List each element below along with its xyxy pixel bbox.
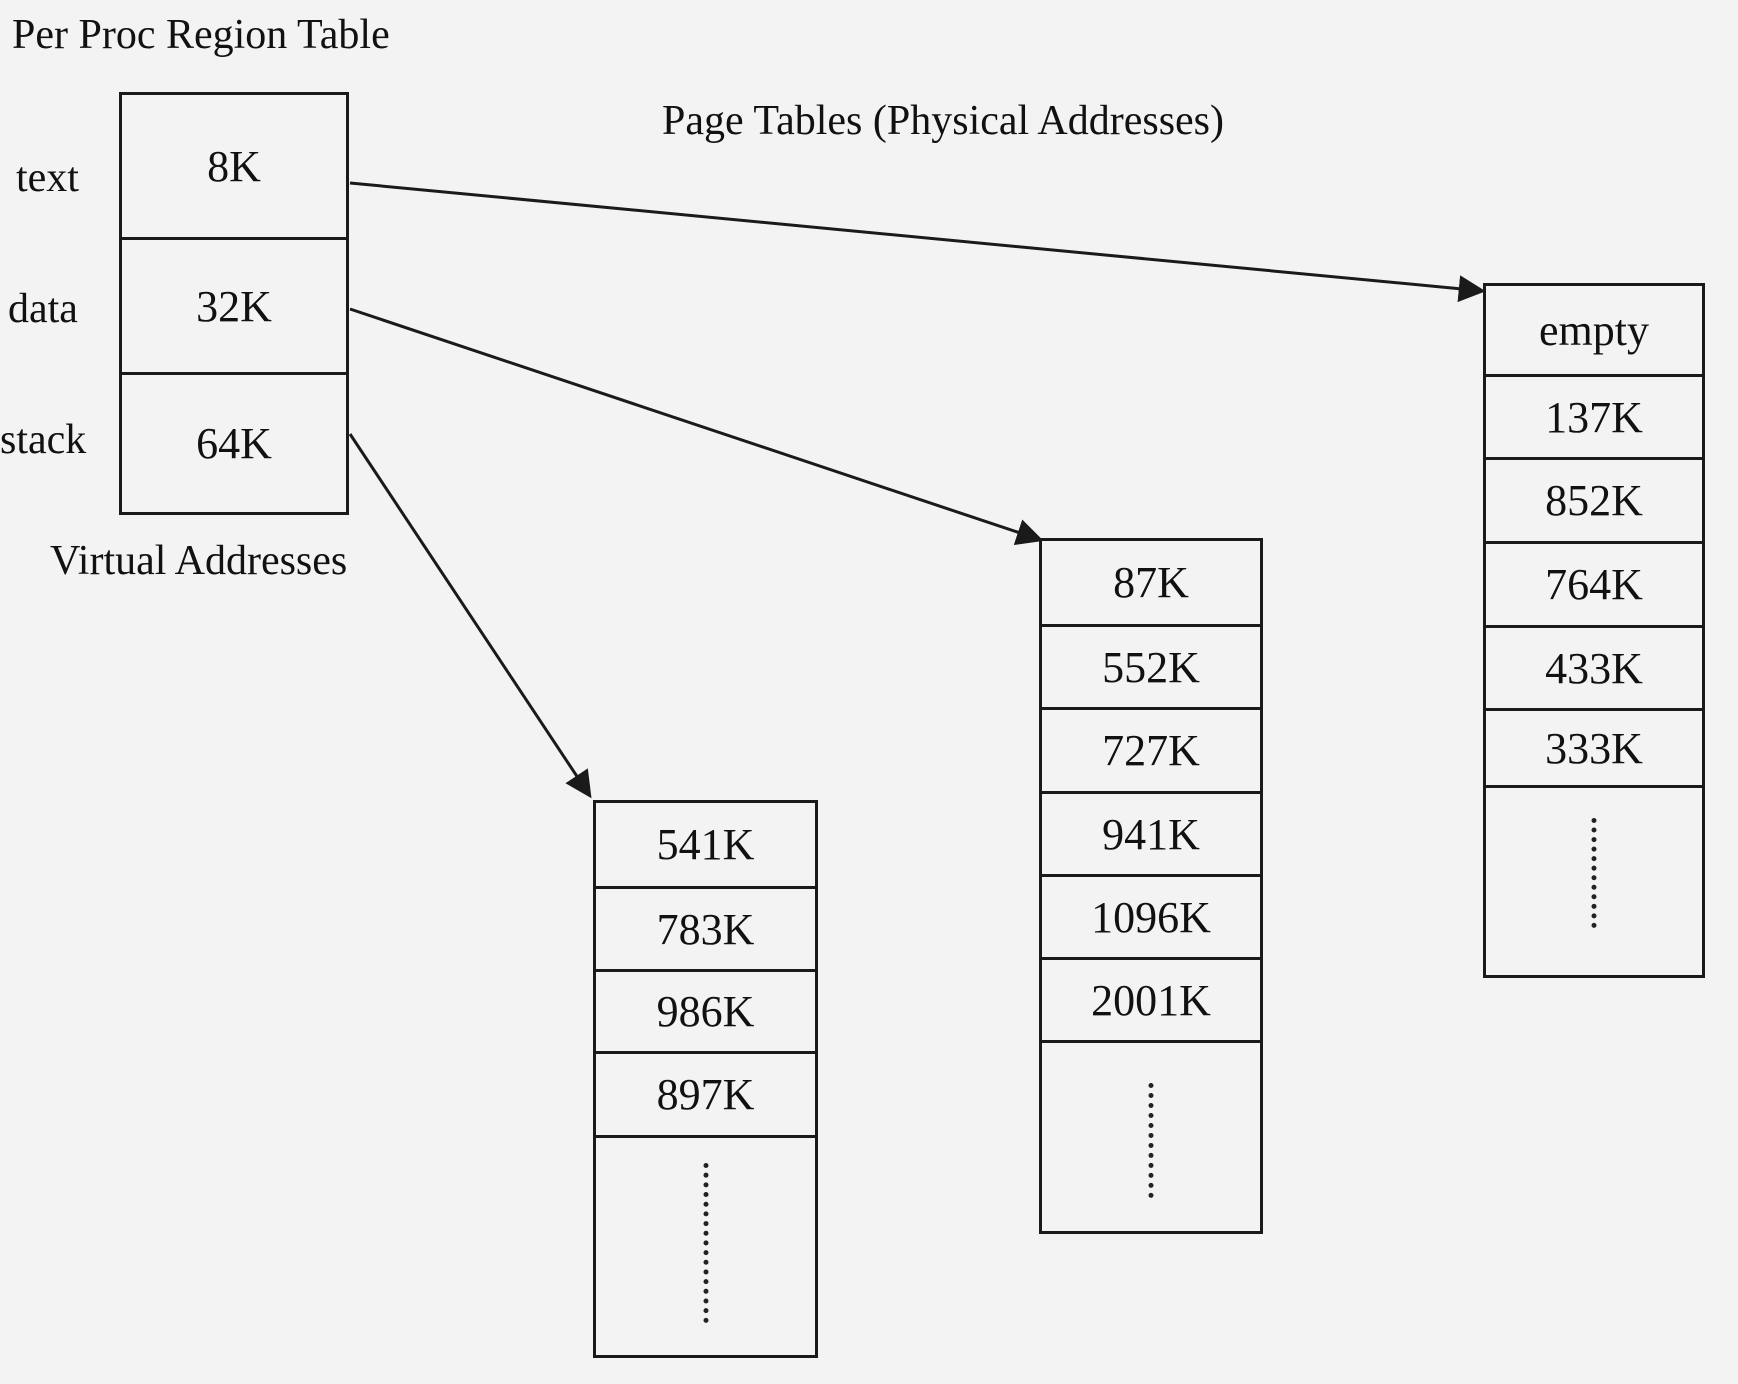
page-entry: 986K	[596, 972, 815, 1054]
page-table-stack: 541K 783K 986K 897K	[593, 800, 818, 1358]
region-value-text: 8K	[207, 141, 261, 191]
page-entry-value: 764K	[1545, 560, 1643, 609]
page-entry: 1096K	[1042, 877, 1260, 960]
page-tables-title: Page Tables (Physical Addresses)	[662, 98, 1225, 144]
page-entry: 541K	[596, 803, 815, 889]
page-entry: 552K	[1042, 627, 1260, 710]
ellipsis-dots	[596, 1138, 815, 1355]
region-cell-stack: 64K	[122, 375, 346, 512]
arrow-text-to-page-table	[349, 181, 1486, 303]
page-entry: 852K	[1486, 460, 1702, 544]
page-entry-value: 552K	[1102, 642, 1200, 692]
page-entry-value: 852K	[1545, 476, 1643, 525]
page-entry: 727K	[1042, 710, 1260, 794]
region-table: 8K 32K 64K	[119, 92, 349, 515]
page-entry: 433K	[1486, 628, 1702, 711]
page-entry: 333K	[1486, 711, 1702, 788]
arrow-data-to-page-table	[349, 307, 1044, 546]
page-entry: 87K	[1042, 541, 1260, 627]
region-value-data: 32K	[196, 281, 272, 331]
page-entry: 897K	[596, 1054, 815, 1138]
page-entry: 764K	[1486, 544, 1702, 628]
row-label-stack: stack	[0, 417, 87, 463]
page-entry-value: 783K	[656, 904, 755, 954]
page-entry-value: 87K	[1113, 558, 1189, 607]
page-entry: 783K	[596, 889, 815, 972]
region-cell-text: 8K	[122, 95, 346, 240]
ellipsis-dots	[1486, 788, 1702, 975]
arrow-stack-to-page-table	[348, 433, 592, 799]
region-value-stack: 64K	[196, 419, 272, 468]
ellipsis-dots	[1042, 1043, 1260, 1231]
page-entry: 137K	[1486, 377, 1702, 460]
page-entry: empty	[1486, 286, 1702, 377]
page-entry-value: 541K	[656, 820, 755, 869]
page-entry-value: 986K	[656, 987, 755, 1036]
page-entry-value: 1096K	[1091, 892, 1211, 942]
page-entry-value: 2001K	[1091, 975, 1211, 1025]
region-table-title: Per Proc Region Table	[12, 12, 390, 58]
page-entry-value: 897K	[656, 1070, 755, 1119]
page-table-data: 87K 552K 727K 941K 1096K 2001K	[1039, 538, 1263, 1234]
page-entry: 2001K	[1042, 960, 1260, 1043]
page-entry-value: empty	[1539, 305, 1649, 355]
page-entry-value: 941K	[1102, 809, 1200, 859]
page-entry-value: 433K	[1545, 643, 1643, 693]
page-table-text: empty 137K 852K 764K 433K 333K	[1483, 283, 1705, 978]
page-entry-value: 333K	[1545, 723, 1643, 773]
page-entry-value: 727K	[1102, 726, 1200, 775]
virtual-addresses-label: Virtual Addresses	[50, 538, 348, 584]
region-cell-data: 32K	[122, 240, 346, 375]
row-label-data: data	[8, 286, 78, 332]
page-entry: 941K	[1042, 794, 1260, 877]
page-entry-value: 137K	[1545, 392, 1643, 442]
row-label-text: text	[16, 155, 79, 201]
